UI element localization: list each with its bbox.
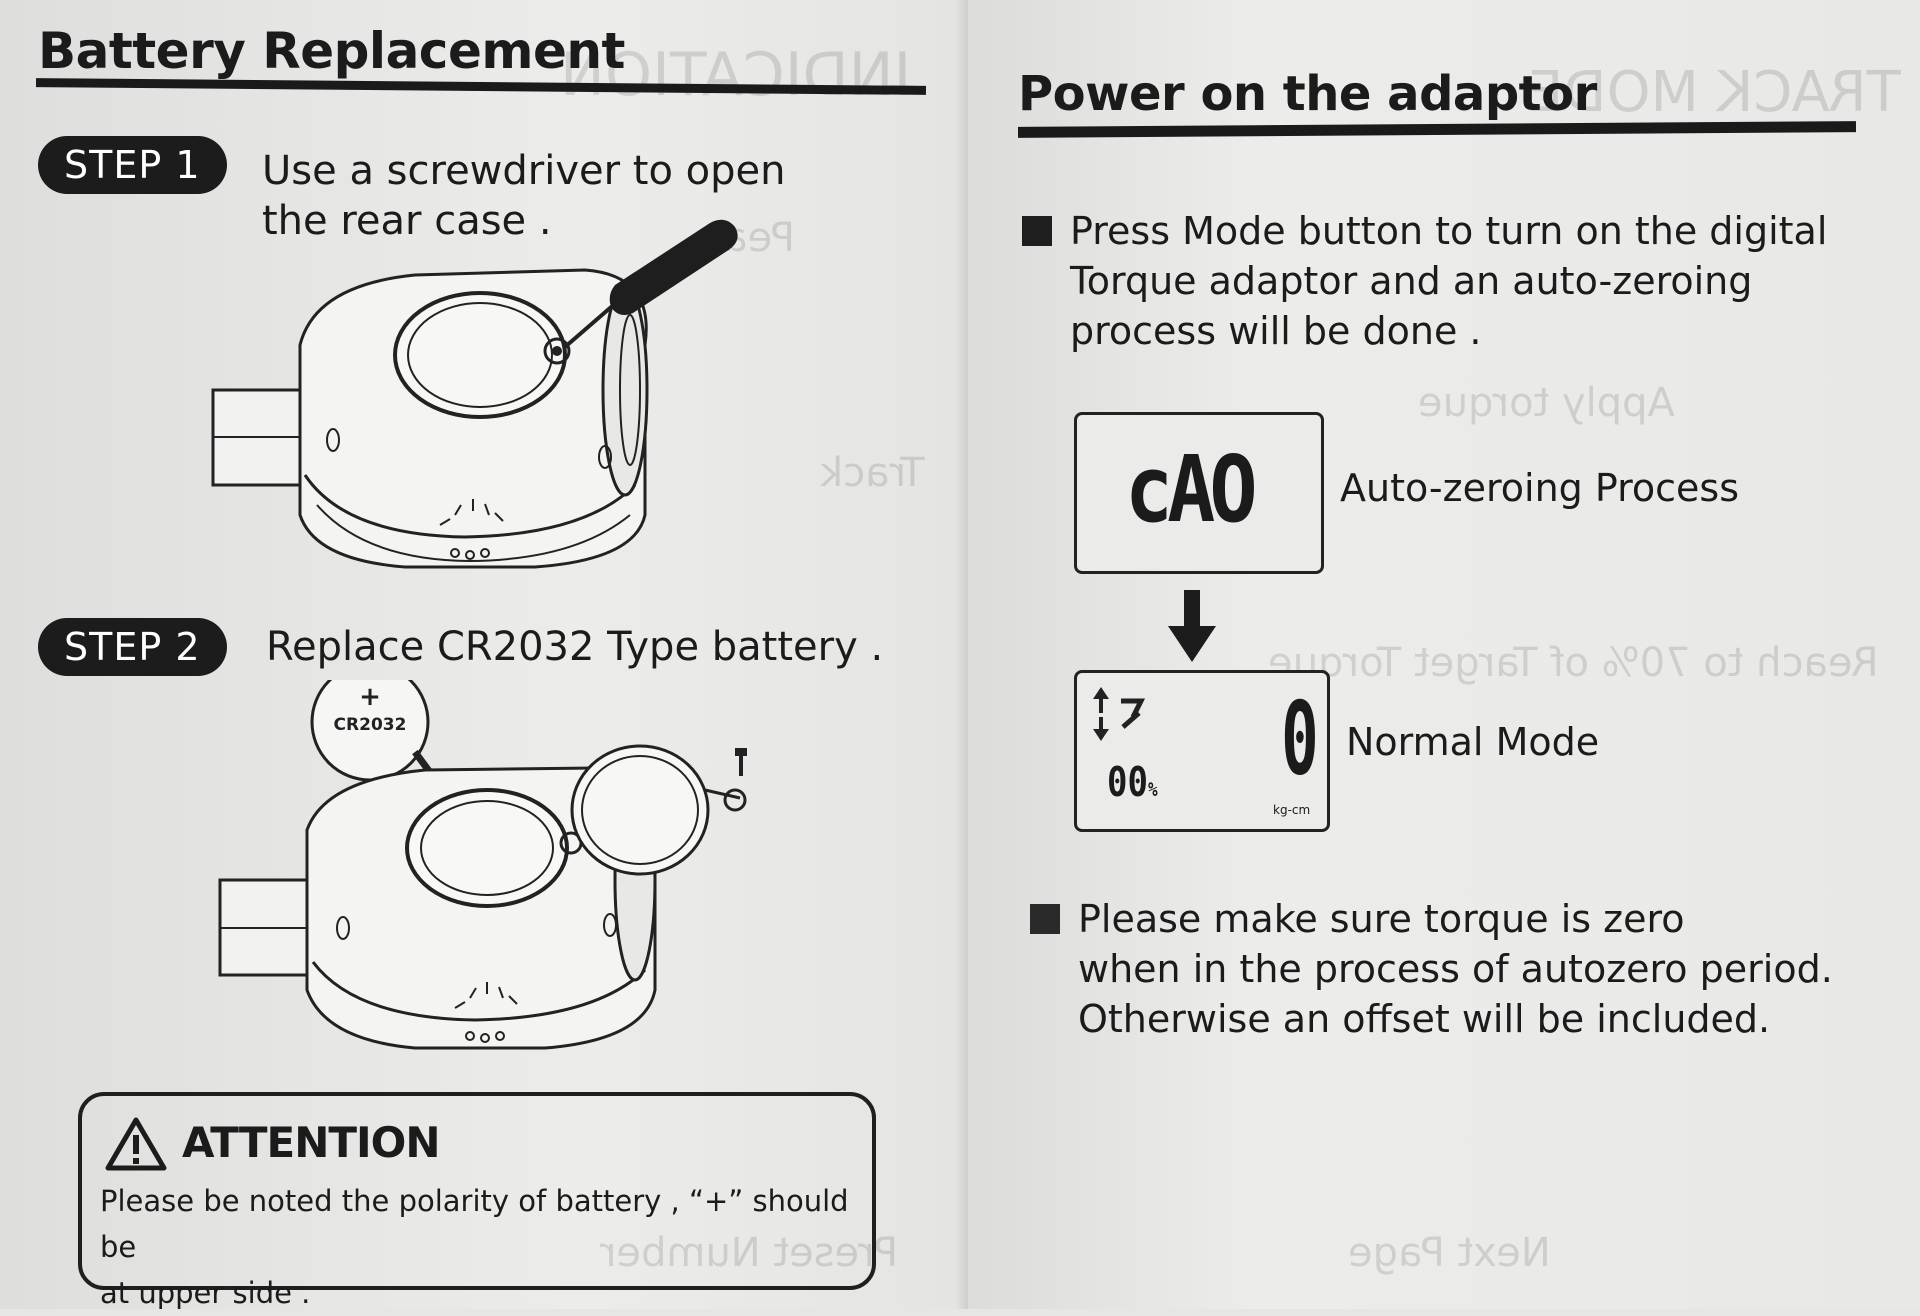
bullet-power-on: Press Mode button to turn on the digital… (1022, 206, 1882, 356)
step-1-line1: Use a screwdriver to open (262, 148, 786, 194)
bullet-square-icon (1030, 904, 1060, 934)
lcd-auto-zero-display: cAO (1125, 436, 1257, 543)
left-page: INDICATION Peak Track Preset Number Batt… (0, 0, 968, 1310)
step-1-badge: STEP 1 (38, 136, 227, 194)
bullet-power-on-line2: Torque adaptor and an auto-zeroing (1070, 259, 1753, 303)
attention-title: ATTENTION (182, 1118, 440, 1167)
lcd-percent-value-2: 0 (1127, 759, 1148, 807)
attention-text: Please be noted the polarity of battery … (100, 1178, 860, 1316)
track-mode-indicator-icon (1093, 687, 1146, 741)
bullet-power-on-line3: process will be done . (1070, 309, 1482, 353)
attention-box: ATTENTION Please be noted the polarity o… (78, 1092, 876, 1310)
right-page: TRACK MODE Apply torque Reach to 70% of … (968, 0, 1920, 1309)
arrow-down-icon (1168, 590, 1216, 662)
lcd-unit-label: kg-cm (1273, 803, 1311, 817)
bullet-power-on-line1: Press Mode button to turn on the digital (1070, 209, 1828, 253)
battery-plus-sign: + (359, 682, 381, 712)
lcd-normal-mode: 00% 0 kg-cm (1074, 670, 1330, 832)
replace-battery-illustration: + CR2032 (218, 680, 747, 1050)
bullet-zero-torque-line2: when in the process of autozero period. (1078, 947, 1833, 991)
step-1-text: Use a screwdriver to open the rear case … (262, 146, 785, 246)
warning-triangle-icon (105, 1117, 167, 1171)
show-through-text: Next Page (1348, 1230, 1551, 1276)
show-through-text: Reach to 70% of Target Torque (1268, 640, 1879, 686)
bullet-zero-torque-line1: Please make sure torque is zero (1078, 897, 1685, 941)
normal-mode-label: Normal Mode (1346, 720, 1600, 764)
attention-line1: Please be noted the polarity of battery … (100, 1184, 849, 1264)
section-title: Power on the adaptor (1018, 66, 1597, 122)
show-through-text: Apply torque (1418, 380, 1675, 426)
page-title: Battery Replacement (38, 22, 625, 80)
section-title-underline (1017, 121, 1857, 138)
bullet-zero-torque-line3: Otherwise an offset will be included. (1078, 997, 1771, 1041)
step-1-line2: the rear case . (262, 198, 552, 244)
lcd-percent-value: 0 (1107, 759, 1128, 807)
lcd-percent-readout: 00% (1107, 759, 1158, 807)
open-case-illustration (211, 219, 738, 569)
lcd-torque-value: 0 (1281, 680, 1319, 798)
bullet-square-icon (1022, 216, 1052, 246)
show-through-text: Track (820, 450, 925, 496)
step-2-badge: STEP 2 (38, 618, 227, 676)
auto-zeroing-label: Auto-zeroing Process (1340, 466, 1739, 510)
attention-line2: at upper side . (100, 1276, 311, 1310)
lcd-percent-sign: % (1147, 778, 1158, 801)
lcd-auto-zeroing: cAO (1074, 412, 1324, 574)
step-2-text: Replace CR2032 Type battery . (266, 624, 884, 670)
battery-model-label: CR2032 (334, 715, 407, 735)
bullet-zero-torque: Please make sure torque is zero when in … (1030, 894, 1890, 1044)
